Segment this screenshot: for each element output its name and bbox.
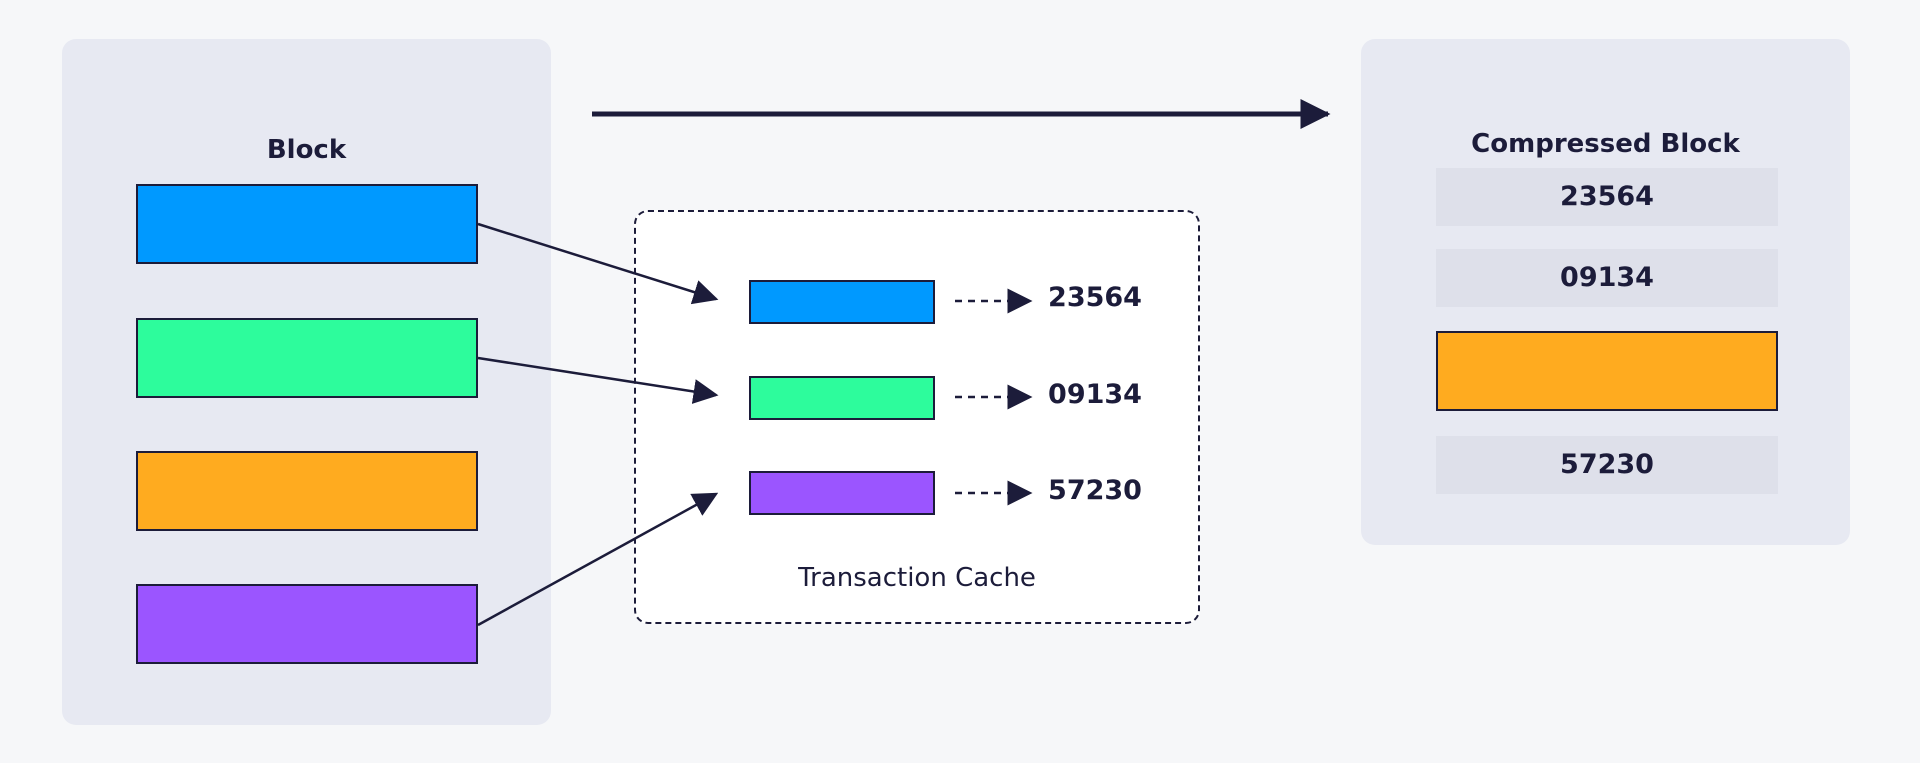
tx2-to-cache-arrow (477, 356, 719, 404)
cache-transaction-2 (749, 376, 935, 420)
block-transaction-3 (136, 451, 478, 531)
compressed-hash-slot-1: 23564 (1436, 168, 1778, 226)
compressed-block-title: Compressed Block (1471, 129, 1740, 159)
block-transaction-2 (136, 318, 478, 398)
cache-transaction-3 (749, 471, 935, 515)
cache-hash-1: 23564 (1048, 282, 1142, 313)
cache-title: Transaction Cache (798, 563, 1036, 593)
block-transaction-4 (136, 584, 478, 664)
cache-hash-2: 09134 (1048, 379, 1142, 410)
compressed-hash-slot-2: 09134 (1436, 249, 1778, 307)
compressed-transaction-slot (1436, 331, 1778, 411)
block-transaction-1 (136, 184, 478, 264)
tx1-to-cache-arrow (477, 222, 719, 305)
cache-transaction-1 (749, 280, 935, 324)
cache-hash-3: 57230 (1048, 475, 1142, 506)
tx4-to-cache-arrow (477, 492, 719, 627)
block-title: Block (266, 135, 347, 165)
compressed-hash-slot-4: 57230 (1436, 436, 1778, 494)
